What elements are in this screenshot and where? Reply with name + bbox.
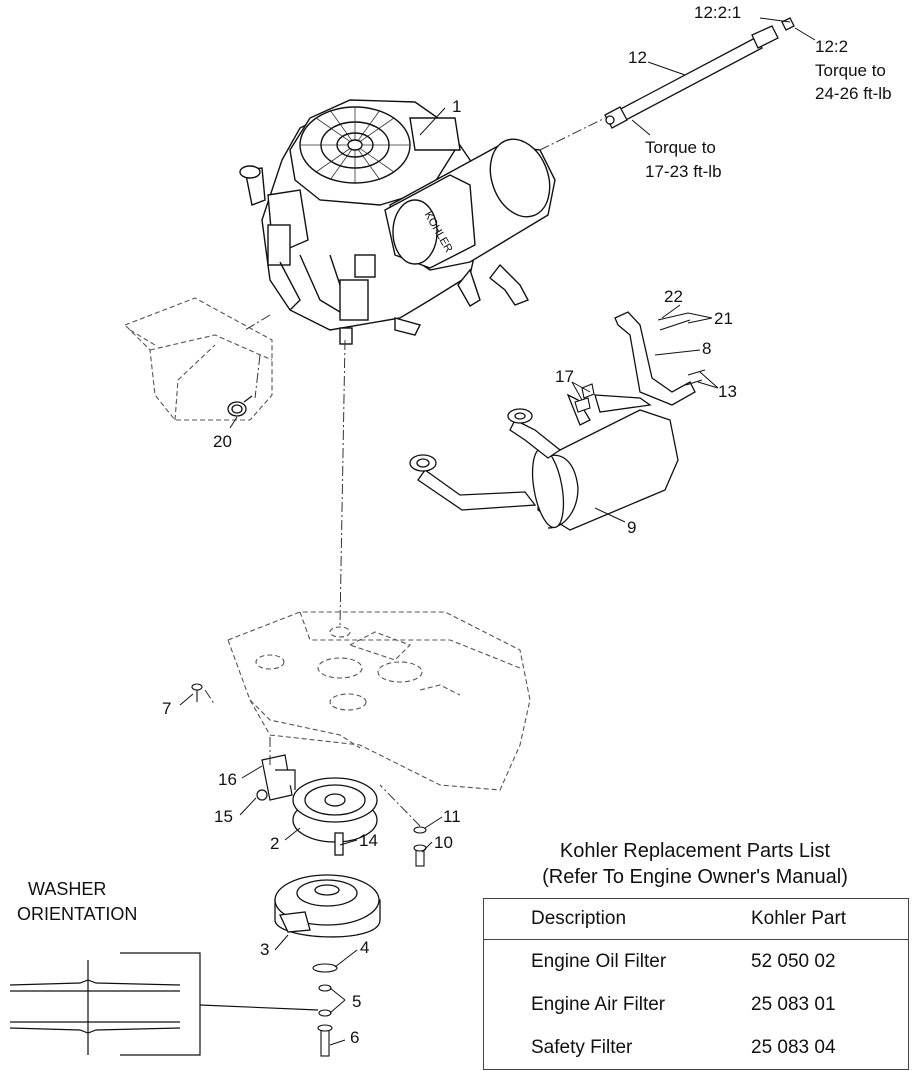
callout-6: 6 — [350, 1028, 359, 1047]
idler-bracket — [256, 754, 296, 801]
alignment-lines — [204, 117, 606, 827]
callout-11: 11 — [443, 807, 461, 826]
callout-7: 7 — [162, 699, 171, 718]
muffler-bracket — [594, 311, 696, 413]
hose-clamp — [227, 395, 253, 417]
engine: KOHLER — [239, 99, 556, 345]
callout-2: 2 — [270, 834, 279, 853]
row-part-number: 25 083 01 — [751, 993, 836, 1015]
callout-15: 15 — [214, 807, 233, 826]
callout-10: 10 — [434, 833, 453, 852]
bolts — [574, 312, 706, 413]
leader-lines — [179, 17, 816, 1046]
washers — [312, 963, 338, 1057]
battery-tray — [124, 297, 273, 421]
torque-note-12-line2: 17-23 ft-lb — [645, 162, 722, 181]
mower-deck — [227, 611, 531, 791]
torque-note-12-line1: Torque to — [645, 138, 716, 157]
torque-note-12-2-line1: Torque to — [815, 61, 886, 80]
torque-note-12-2-line2: 24-26 ft-lb — [815, 84, 892, 103]
callout-9: 9 — [627, 518, 636, 537]
callout-13: 13 — [718, 382, 737, 401]
drive-shaft — [604, 17, 795, 129]
parts-list-title-line1: Kohler Replacement Parts List — [559, 840, 831, 862]
washer-orientation-detail — [9, 952, 319, 1056]
callout-14: 14 — [359, 831, 378, 850]
callout-22: 22 — [664, 287, 683, 306]
washer-orientation-title-line1: WASHER — [28, 879, 106, 899]
engine-pulley — [292, 777, 378, 856]
row-description: Engine Oil Filter — [531, 950, 667, 972]
pto-clutch — [274, 874, 381, 938]
header-kohler-part: Kohler Part — [751, 898, 909, 940]
callout-5: 5 — [352, 992, 361, 1011]
callout-12-2: 12:2 — [815, 37, 848, 56]
callout-17: 17 — [555, 367, 574, 386]
torque-notes: Torque to 24-26 ft-lb Torque to 17-23 ft… — [645, 61, 892, 181]
parts-list-title-line2: (Refer To Engine Owner's Manual) — [542, 866, 848, 888]
table-row: Safety Filter 25 083 04 — [484, 1026, 909, 1070]
parts-list-table: Description Kohler Part Engine Oil Filte… — [483, 898, 909, 1070]
callout-3: 3 — [260, 940, 269, 959]
oil-cap — [239, 165, 261, 179]
table-row: Engine Air Filter 25 083 01 — [484, 983, 909, 1026]
table-row: Engine Oil Filter 52 050 02 — [484, 940, 909, 984]
callout-12: 12 — [628, 48, 647, 67]
callout-16: 16 — [218, 770, 237, 789]
callout-20: 20 — [213, 432, 232, 451]
callout-8: 8 — [702, 339, 711, 358]
washer-orientation-title-line2: ORIENTATION — [17, 904, 137, 924]
parts-list-title: Kohler Replacement Parts List (Refer To … — [500, 838, 890, 890]
row-description: Engine Air Filter — [531, 993, 666, 1015]
callout-1: 1 — [452, 97, 461, 116]
muffler — [409, 393, 679, 531]
pin — [191, 683, 203, 702]
row-description: Safety Filter — [531, 1036, 633, 1058]
header-description: Description — [483, 898, 751, 940]
parts-table-header-row: Description Kohler Part — [483, 898, 909, 940]
row-part-number: 25 083 04 — [751, 1036, 836, 1058]
callout-labels: 1 12 12:2:1 12:2 22 21 8 13 17 9 20 7 16… — [162, 3, 848, 1047]
callout-4: 4 — [360, 938, 369, 957]
callout-21: 21 — [714, 309, 733, 328]
callout-12-2-1: 12:2:1 — [694, 3, 741, 22]
deck-bolt — [413, 826, 427, 867]
row-part-number: 52 050 02 — [751, 950, 836, 972]
